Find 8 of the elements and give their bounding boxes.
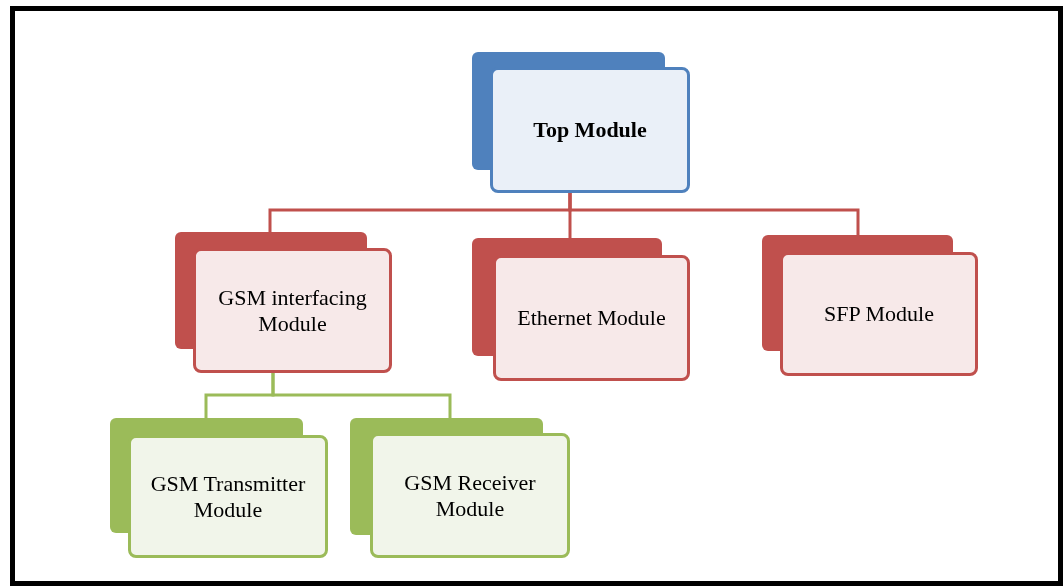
connector-line [568, 193, 860, 235]
module-label: GSM Receiver Module [403, 469, 537, 522]
module-label: Top Module [533, 117, 647, 143]
module-label: Ethernet Module [517, 305, 666, 331]
module-label: GSM Transmitter Module [149, 470, 307, 523]
module-label: SFP Module [824, 301, 934, 327]
module-label: GSM interfacing Module [217, 284, 368, 337]
connector-line [271, 373, 452, 418]
